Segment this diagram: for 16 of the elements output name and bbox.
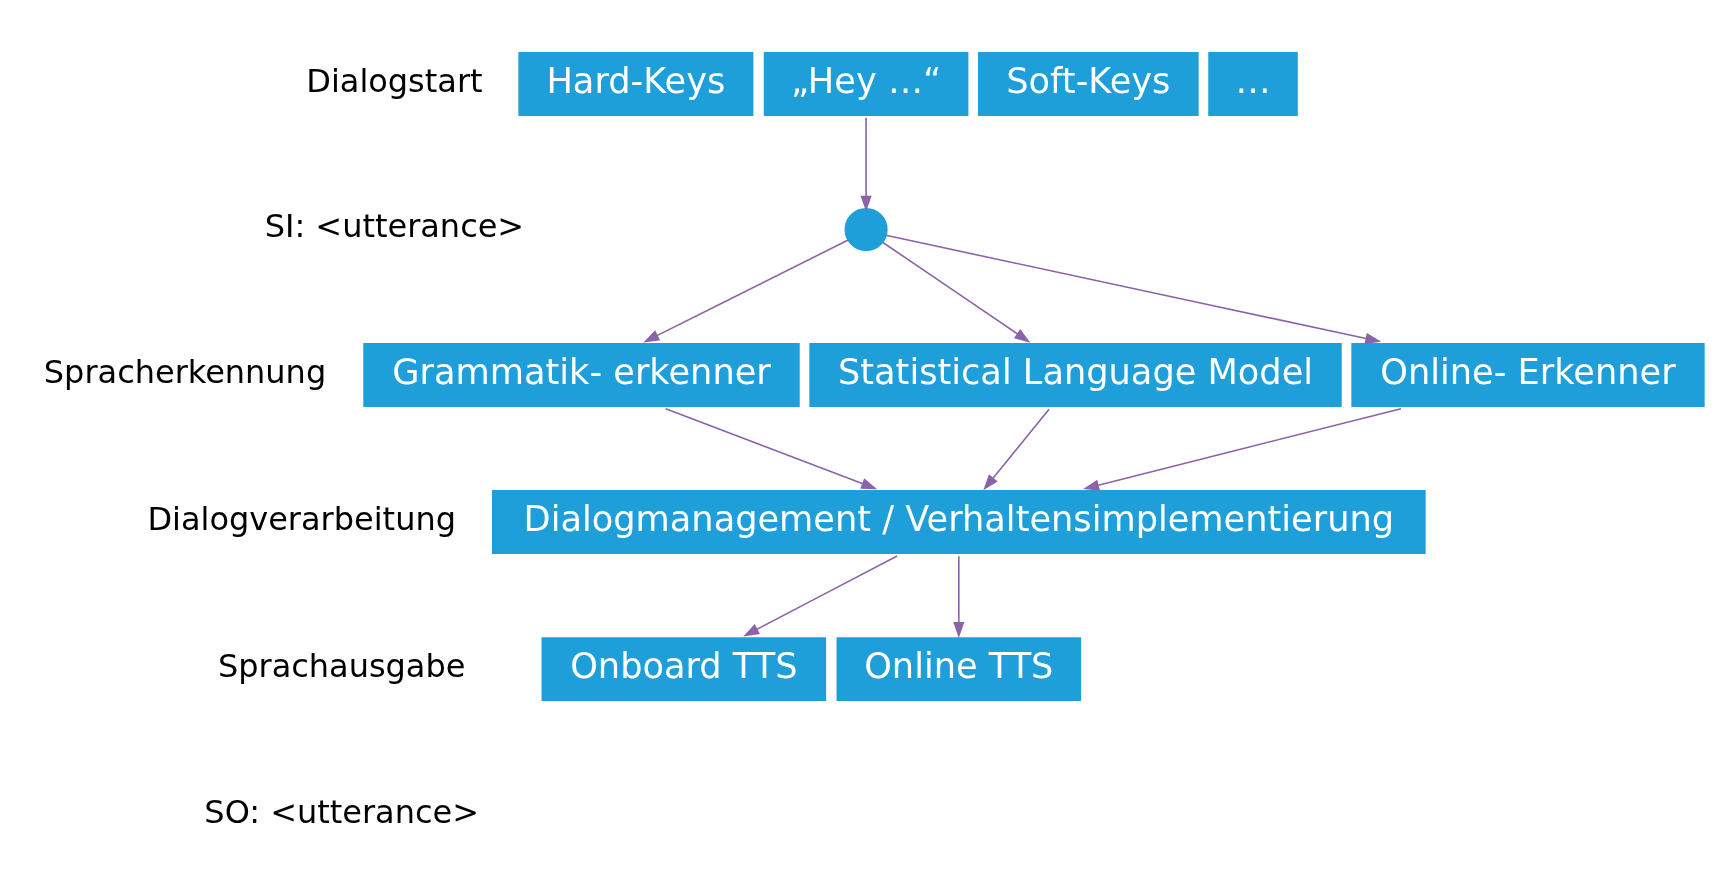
arrow [664, 407, 878, 489]
label: SO: <utterance> [204, 792, 480, 831]
label: Dialogstart [306, 61, 483, 100]
label: SI: <utterance> [264, 206, 525, 245]
arrow [743, 554, 898, 636]
arrow [643, 238, 850, 342]
arrow [885, 234, 1382, 344]
node-circle [844, 207, 888, 251]
arrow [983, 407, 1050, 490]
arrow [860, 116, 872, 212]
arrow [881, 240, 1031, 343]
label: Dialogverarbeitung [147, 499, 456, 538]
label: Spracherkennung [43, 352, 327, 391]
arrow [1083, 407, 1402, 491]
arrow [953, 555, 965, 638]
label: Sprachausgabe [217, 646, 466, 685]
